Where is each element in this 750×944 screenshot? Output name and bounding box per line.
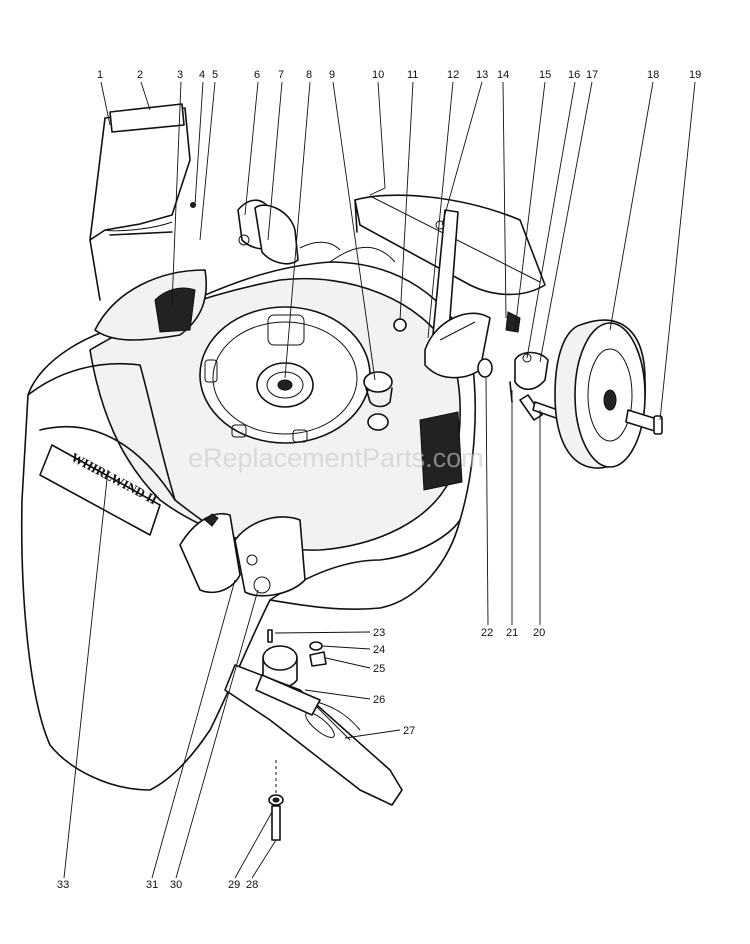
callout-20: 20 (533, 627, 545, 639)
callout-3: 3 (177, 69, 183, 81)
callout-numbers: 1 2 3 4 5 6 7 8 9 10 11 12 13 14 15 16 1… (57, 69, 701, 891)
callout-27: 27 (403, 725, 415, 737)
callout-18: 18 (647, 69, 659, 81)
front-bracket (179, 513, 306, 597)
callout-11: 11 (407, 69, 418, 81)
callout-2: 2 (137, 69, 143, 81)
callout-22: 22 (481, 627, 493, 639)
callout-12: 12 (447, 69, 459, 81)
callout-28: 28 (246, 879, 258, 891)
callout-24: 24 (373, 644, 385, 656)
axle-hardware (477, 351, 559, 421)
mower-deck (20, 241, 477, 791)
callout-23: 23 (373, 627, 385, 639)
callout-30: 30 (170, 879, 182, 891)
callout-15: 15 (539, 69, 551, 81)
callout-19: 19 (689, 69, 701, 81)
callout-13: 13 (476, 69, 488, 81)
callout-14: 14 (497, 69, 509, 81)
callout-7: 7 (278, 69, 284, 81)
leader-lines (63, 81, 696, 879)
watermark: eReplacementParts.com (188, 443, 484, 473)
hinge-bracket (237, 199, 299, 265)
callout-6: 6 (254, 69, 260, 81)
callout-21: 21 (506, 627, 518, 639)
callout-26: 26 (373, 694, 385, 706)
callout-1: 1 (97, 69, 103, 81)
callout-17: 17 (586, 69, 598, 81)
callout-9: 9 (329, 69, 335, 81)
blade-assembly (224, 629, 403, 841)
callout-29: 29 (228, 879, 240, 891)
grass-deflector (89, 103, 196, 301)
callout-10: 10 (372, 69, 384, 81)
callout-25: 25 (373, 663, 385, 675)
callout-8: 8 (306, 69, 312, 81)
callout-33: 33 (57, 879, 69, 891)
callout-31: 31 (146, 879, 158, 891)
callout-4: 4 (199, 69, 205, 81)
callout-16: 16 (568, 69, 580, 81)
callout-5: 5 (212, 69, 218, 81)
rear-wheel (554, 319, 663, 469)
